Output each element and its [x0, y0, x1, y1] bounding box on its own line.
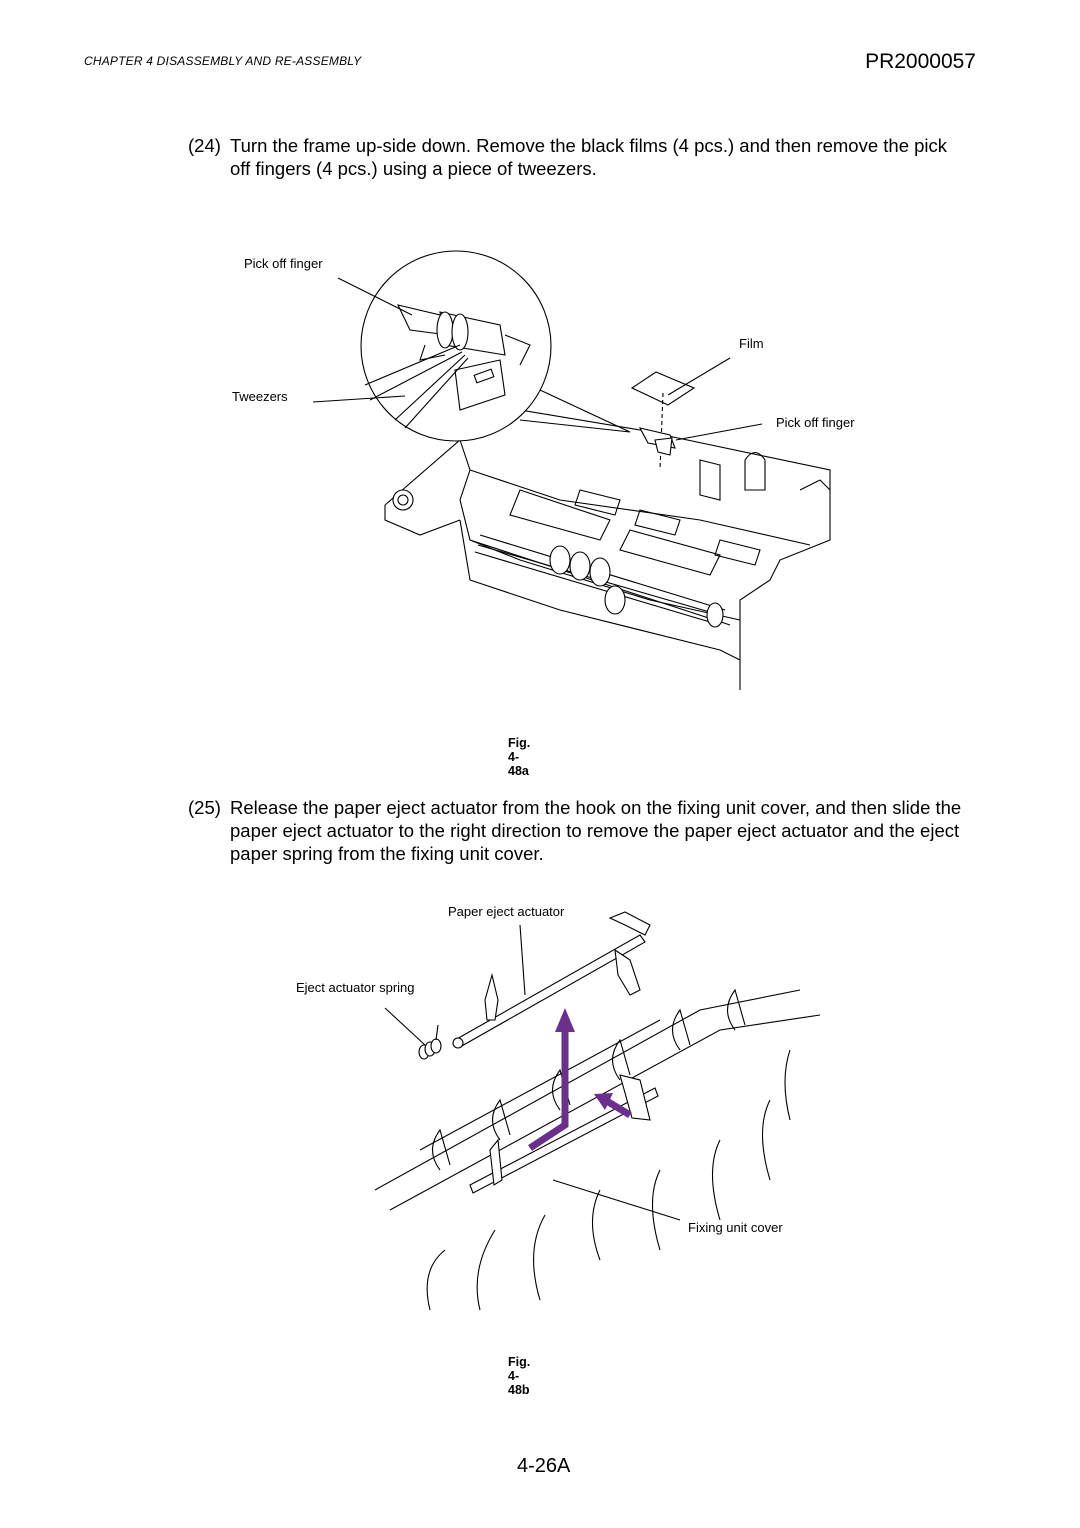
label-paper-eject-actuator: Paper eject actuator [448, 904, 565, 919]
frame-illustration [312, 250, 831, 690]
figure-caption: Fig. 4-48a [508, 736, 531, 778]
figure-caption: Fig. 4-48b [508, 1355, 531, 1397]
label-fixing-unit-cover: Fixing unit cover [688, 1220, 783, 1235]
label-pick-off-finger-top: Pick off finger [244, 256, 323, 271]
label-pick-off-finger-right: Pick off finger [776, 415, 855, 430]
document-id: PR2000057 [865, 50, 976, 73]
step-24: (24) Turn the frame up-side down. Remove… [188, 134, 968, 180]
step-text: Release the paper eject actuator from th… [230, 797, 962, 864]
label-film: Film [739, 336, 764, 351]
chapter-title: CHAPTER 4 DISASSEMBLY AND RE-ASSEMBLY [84, 54, 362, 68]
label-eject-actuator-spring: Eject actuator spring [296, 980, 415, 995]
step-number: (25) [188, 797, 221, 818]
label-tweezers: Tweezers [232, 389, 288, 404]
step-text: Turn the frame up-side down. Remove the … [230, 135, 948, 179]
fixing-unit-illustration [374, 911, 821, 1311]
step-25: (25) Release the paper eject actuator fr… [188, 796, 968, 865]
page-number: 4-26A [517, 1455, 571, 1477]
step-number: (24) [188, 135, 221, 156]
